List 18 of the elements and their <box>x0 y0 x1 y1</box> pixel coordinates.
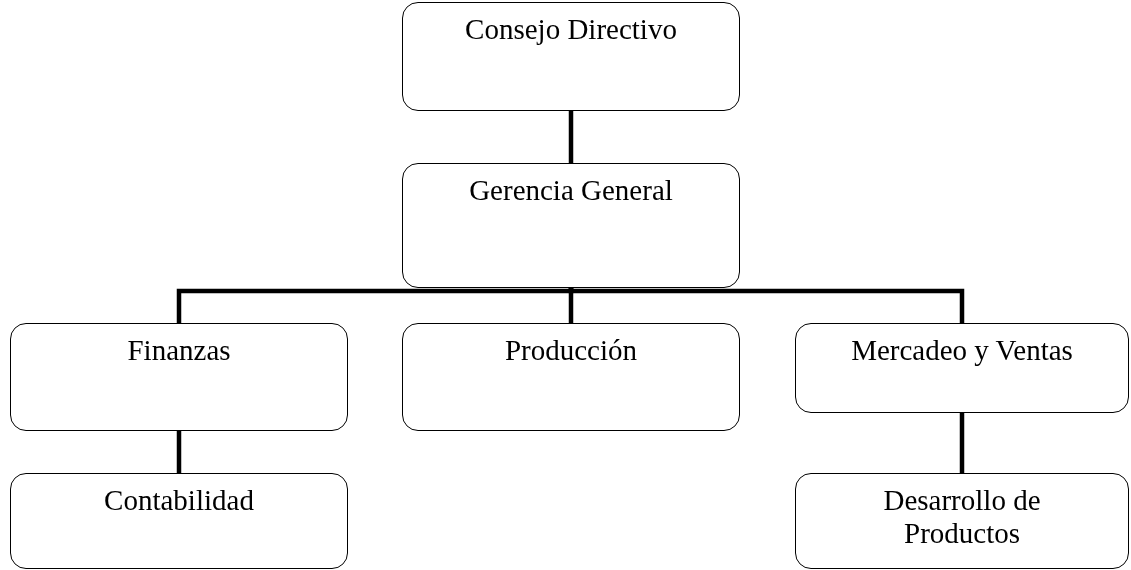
box-label: Contabilidad <box>104 484 254 518</box>
connector-line <box>959 413 965 473</box>
box-label: Producción <box>504 334 638 368</box>
connector-line <box>568 111 574 163</box>
org-box <box>10 323 348 431</box>
connector-line <box>176 431 182 473</box>
org-box <box>795 473 1129 569</box>
connector-line <box>568 287 965 323</box>
box-label: Desarrollo de Productos <box>882 484 1042 551</box>
box-label: Gerencia General <box>469 174 673 208</box>
box-label: Consejo Directivo <box>465 13 677 47</box>
org-box <box>402 163 740 288</box>
org-box <box>795 323 1129 413</box>
org-box <box>10 473 348 569</box>
box-label: Mercadeo y Ventas <box>851 334 1073 368</box>
org-box <box>402 323 740 431</box>
org-box <box>402 2 740 111</box>
box-label: Finanzas <box>127 334 231 368</box>
